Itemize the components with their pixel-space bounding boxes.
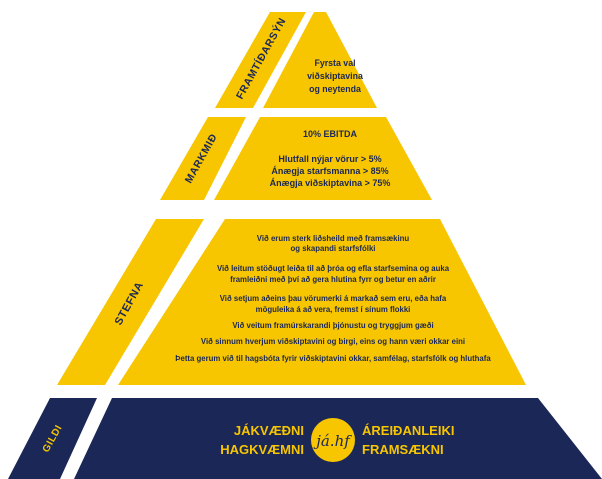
level-markmid: MARKMIÐ 10% EBITDA Hlutfall nýjar vörur … bbox=[160, 117, 432, 200]
level-framtidarsyn: FRAMTÍÐARSÝN Fyrsta val viðskiptavina og… bbox=[215, 12, 377, 108]
stefna-line-9: Þetta gerum við til hagsbóta fyrir viðsk… bbox=[175, 354, 491, 363]
value-areidanleiki: ÁREIÐANLEIKI bbox=[362, 423, 454, 438]
stefna-line-4: framleiðni með því að gera hlutina fyrr … bbox=[230, 275, 436, 284]
framtidarsyn-line-2: viðskiptavina bbox=[307, 71, 363, 81]
stefna-label-band bbox=[57, 219, 204, 385]
stefna-block bbox=[118, 219, 526, 385]
level-gildi: GILDI JÁKVÆÐNI HAGKVÆMNI já.hf ÁREIÐANLE… bbox=[8, 398, 602, 479]
ja-hf-logo-text: já.hf bbox=[313, 432, 352, 450]
markmid-label-band bbox=[160, 117, 246, 200]
stefna-line-6: möguleika á að vera, fremst í sínum flok… bbox=[256, 305, 411, 314]
stefna-line-7: Við veitum framúrskarandi þjónustu og tr… bbox=[232, 321, 433, 330]
stefna-line-1: Við erum sterk liðsheild með framsækinu bbox=[257, 234, 410, 243]
markmid-line-4: Ánægja starfsmanna > 85% bbox=[271, 166, 388, 176]
framtidarsyn-block bbox=[263, 12, 377, 108]
value-hagkvaemni: HAGKVÆMNI bbox=[220, 442, 304, 457]
ja-hf-logo bbox=[311, 418, 355, 462]
level-stefna: STEFNA Við erum sterk liðsheild með fram… bbox=[57, 219, 526, 385]
markmid-line-1: 10% EBITDA bbox=[303, 129, 358, 139]
framtidarsyn-label-band bbox=[215, 12, 306, 108]
framtidarsyn-line-3: og neytenda bbox=[309, 84, 361, 94]
markmid-line-5: Ánægja viðskiptavina > 75% bbox=[270, 178, 391, 188]
gildi-label-band bbox=[8, 398, 97, 479]
value-jakvaedni: JÁKVÆÐNI bbox=[234, 423, 304, 438]
markmid-line-3: Hlutfall nýjar vörur > 5% bbox=[278, 154, 381, 164]
markmid-block bbox=[214, 117, 432, 200]
stefna-line-3: Við leitum stöðugt leiða til að þróa og … bbox=[217, 264, 450, 273]
stefna-line-8: Við sinnum hverjum viðskiptavini og birg… bbox=[201, 337, 465, 346]
stefna-line-2: og skapandi starfsfólki bbox=[291, 244, 376, 253]
stefna-line-5: Við setjum aðeins þau vörumerki á markað… bbox=[220, 294, 447, 303]
value-framsaekni: FRAMSÆKNI bbox=[362, 442, 444, 457]
framtidarsyn-line-1: Fyrsta val bbox=[314, 58, 355, 68]
